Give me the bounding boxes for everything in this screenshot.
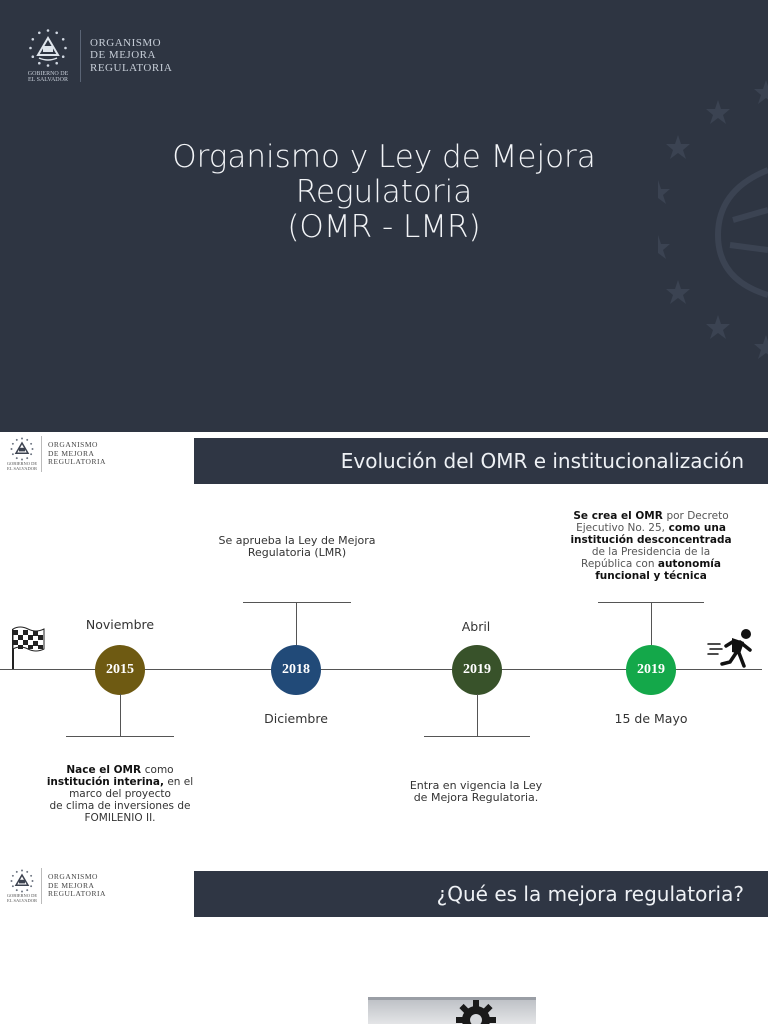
timeline-slide: GOBIERNO DE EL SALVADOR ORGANISMO DE MEJ…	[0, 432, 768, 864]
title-line: Regulatoria	[295, 174, 473, 210]
description-text: como una	[664, 522, 726, 534]
description-text: de Mejora Regulatoria.	[413, 791, 539, 804]
description-text: marco del proyecto	[69, 788, 171, 800]
description-text: de la Presidencia de la	[591, 546, 711, 558]
org-name-line: ORGANISMO	[90, 36, 162, 49]
org-name-line: DE MEJORA	[48, 448, 95, 458]
description-line: institución desconcentrada	[556, 534, 746, 546]
omr-logo: GOBIERNO DE EL SALVADOR ORGANISMO DE MEJ…	[6, 868, 106, 904]
connector-bar	[424, 736, 530, 737]
description-text: por Decreto	[666, 510, 729, 522]
description-text: Ejecutivo No. 25,	[576, 522, 665, 534]
definition-slide: GOBIERNO DE EL SALVADOR ORGANISMO DE MEJ…	[0, 864, 768, 1024]
logo-divider	[41, 436, 42, 472]
org-name-line: ORGANISMO	[48, 440, 98, 450]
description-line: de Mejora Regulatoria.	[386, 792, 566, 804]
description-text: de clima de inversiones de	[49, 800, 191, 812]
org-name-line: ORGANISMO	[48, 872, 98, 882]
description-line: Regulatoria (LMR)	[197, 547, 397, 559]
timeline-axis	[0, 669, 762, 670]
seal-caption-line: EL SALVADOR	[7, 897, 37, 903]
description-text: institución desconcentrada	[570, 534, 732, 546]
logo-divider	[80, 29, 81, 82]
title-line: (OMR - LMR)	[287, 209, 481, 245]
checkered-flag-icon	[12, 626, 45, 669]
milestone-month: Abril	[461, 619, 491, 634]
description-text: República con	[581, 558, 658, 570]
description-text: Regulatoria (LMR)	[247, 546, 347, 559]
milestone-year-badge: 2019	[626, 645, 676, 695]
description-line: marco del proyecto	[40, 788, 200, 800]
description-line: República con autonomía	[556, 558, 746, 570]
description-line: Se aprueba la Ley de Mejora	[197, 535, 397, 547]
description-line: Se crea el OMR por Decreto	[556, 510, 746, 522]
gear-image	[368, 997, 536, 1024]
description-line: Ejecutivo No. 25, como una	[556, 522, 746, 534]
milestone-month: Diciembre	[264, 711, 328, 726]
description-text: Se aprueba la Ley de Mejora	[218, 534, 376, 547]
org-name-line: REGULATORIA	[90, 61, 173, 74]
milestone-month: Noviembre	[85, 617, 155, 632]
seal-caption-line: GOBIERNO DE	[27, 71, 69, 77]
el-salvador-coat-of-arms-icon	[29, 29, 67, 67]
org-name-line: REGULATORIA	[48, 889, 106, 899]
org-name-line: REGULATORIA	[48, 457, 106, 467]
org-name-line: DE MEJORA	[48, 880, 95, 890]
section-banner: ¿Qué es la mejora regulatoria?	[194, 871, 768, 917]
seal-caption-line: GOBIERNO DE	[6, 461, 38, 466]
milestone-year-badge: 2019	[452, 645, 502, 695]
connector-bar	[66, 736, 174, 737]
description-line: de la Presidencia de la	[556, 546, 746, 558]
connector-line	[120, 694, 121, 736]
gear-icon	[456, 1000, 496, 1024]
connector-line	[651, 602, 652, 645]
description-text: Entra en vigencia la Ley	[409, 779, 543, 792]
description-text: como	[144, 764, 174, 776]
milestone-year-badge: 2015	[95, 645, 145, 695]
description-text: en el	[163, 776, 194, 788]
description-line: Entra en vigencia la Ley	[386, 780, 566, 792]
description-line: institución interina, en el	[40, 776, 200, 788]
section-banner: Evolución del OMR e institucionalización	[194, 438, 768, 484]
seal-caption-line: GOBIERNO DE	[6, 893, 38, 898]
omr-logo: GOBIERNO DE EL SALVADOR ORGANISMO DE MEJ…	[6, 436, 106, 472]
description-text: funcional y técnica	[595, 570, 707, 582]
description-text: autonomía	[657, 558, 721, 570]
logo-divider	[41, 868, 42, 904]
milestone-year-badge: 2018	[271, 645, 321, 695]
watermark-seal-icon	[658, 80, 768, 359]
description-text: institución interina,	[46, 776, 164, 788]
seal-caption-line: EL SALVADOR	[7, 465, 37, 471]
description-text: FOMILENIO II.	[84, 812, 156, 824]
omr-logo: GOBIERNO DE EL SALVADOR ORGANISMO DE MEJ…	[20, 28, 172, 83]
description-line: funcional y técnica	[556, 570, 746, 582]
connector-line	[296, 602, 297, 645]
description-text: Se crea el OMR	[573, 510, 667, 522]
title-line: Organismo y Ley de Mejora	[172, 139, 596, 175]
el-salvador-coat-of-arms-icon	[10, 869, 34, 893]
seal-caption-line: EL SALVADOR	[28, 77, 68, 83]
milestone-month: 15 de Mayo	[614, 711, 688, 726]
connector-bar	[243, 602, 351, 603]
running-person-icon	[707, 629, 752, 668]
connector-line	[477, 694, 478, 736]
description-line: de clima de inversiones de	[40, 800, 200, 812]
presentation-title: Organismo y Ley de Mejora Regulatoria (O…	[0, 140, 768, 245]
title-slide: GOBIERNO DE EL SALVADOR ORGANISMO DE MEJ…	[0, 0, 768, 432]
el-salvador-coat-of-arms-icon	[10, 437, 34, 461]
description-line: FOMILENIO II.	[40, 812, 200, 824]
org-name-line: DE MEJORA	[90, 49, 156, 62]
description-text: Nace el OMR	[66, 764, 145, 776]
description-line: Nace el OMR como	[40, 764, 200, 776]
